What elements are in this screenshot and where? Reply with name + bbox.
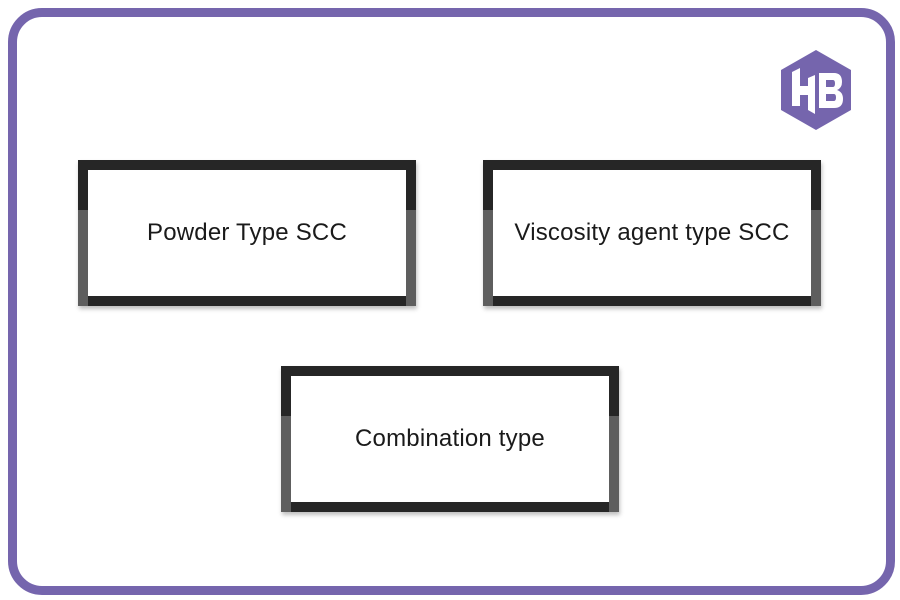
hb-logo-icon — [781, 50, 851, 130]
box-border-top — [483, 160, 821, 170]
box-border-top — [78, 160, 416, 170]
diagram-box-powder-type: Powder Type SCC — [78, 160, 416, 306]
diagram-box-viscosity-agent-type: Viscosity agent type SCC — [483, 160, 821, 306]
box-label: Combination type — [355, 425, 545, 452]
box-border-right-lower — [609, 416, 619, 512]
box-border-left-lower — [483, 210, 493, 306]
box-label: Viscosity agent type SCC — [514, 219, 790, 246]
box-border-bottom — [483, 296, 821, 306]
box-border-bottom — [78, 296, 416, 306]
box-border-top — [281, 366, 619, 376]
box-border-left-upper — [483, 160, 493, 210]
diagram-box-combination-type: Combination type — [281, 366, 619, 512]
box-label: Powder Type SCC — [147, 219, 347, 246]
box-border-right-upper — [811, 160, 821, 210]
box-border-right-upper — [406, 160, 416, 210]
box-border-right-lower — [811, 210, 821, 306]
box-border-bottom — [281, 502, 619, 512]
box-border-right-lower — [406, 210, 416, 306]
box-border-right-upper — [609, 366, 619, 416]
box-border-left-upper — [78, 160, 88, 210]
box-border-left-upper — [281, 366, 291, 416]
box-border-left-lower — [281, 416, 291, 512]
box-border-left-lower — [78, 210, 88, 306]
